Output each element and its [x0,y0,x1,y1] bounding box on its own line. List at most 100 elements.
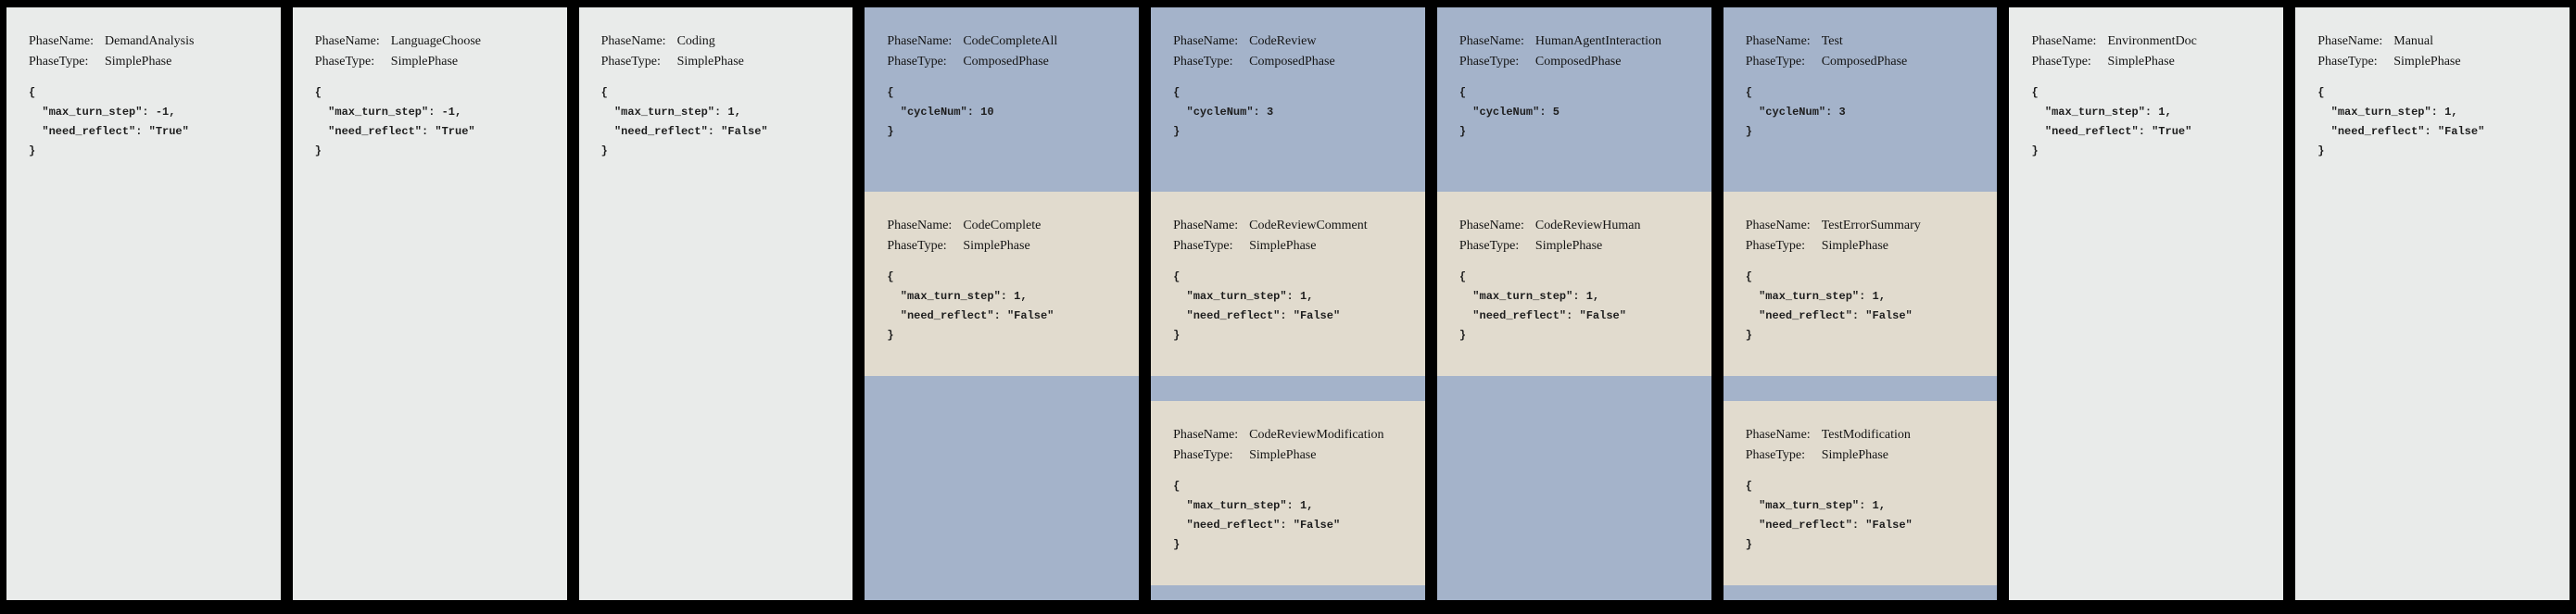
phase-type-row: PhaseType: SimplePhase [315,52,558,72]
phase-header: PhaseName:Manual PhaseType: SimplePhase {… [2295,7,2570,192]
phase-type-label: PhaseType: [1173,239,1233,253]
child-card-gap [1151,376,1425,401]
phase-type-value: SimplePhase [1534,239,1603,253]
phase-name-row: PhaseName:Coding [601,31,844,52]
phase-name-value: CodeComplete [963,219,1042,232]
phase-config-json: { "max_turn_step": 1, "need_reflect": "F… [2317,86,2485,157]
phase-name-label: PhaseName: [2317,34,2383,48]
phase-config-json: { "cycleNum": 5 } [1458,86,1559,138]
phase-type-label: PhaseType: [1458,55,1520,69]
phase-type-value: ComposedPhase [1249,55,1335,69]
column-filler [6,192,281,600]
phase-card-code-review-human: PhaseName:CodeReviewHuman PhaseType:Simp… [1436,192,1711,376]
phase-name-row: PhaseName:Manual [2317,31,2560,52]
phase-name-row: PhaseName:CodeReviewModification [1173,425,1416,445]
phase-type-row: PhaseType: SimplePhase [2031,52,2274,72]
phase-type-row: PhaseType: SimplePhase [1173,445,1416,466]
phase-config-json: { "max_turn_step": 1, "need_reflect": "F… [1458,270,1626,342]
phase-type-label: PhaseType: [600,55,661,69]
phase-config-json: { "max_turn_step": 1, "need_reflect": "F… [1173,480,1341,551]
phase-card-manual: PhaseName:Manual PhaseType: SimplePhase {… [2295,7,2570,600]
column-filler [1151,585,1425,600]
phase-type-label: PhaseType: [1745,448,1806,462]
phase-type-row: PhaseType:SimplePhase [1746,236,1989,257]
phase-name-label: PhaseName: [887,34,953,48]
phase-name-row: PhaseName:HumanAgentInteraction [1459,31,1702,52]
phase-name-row: PhaseName: TestErrorSummary [1746,216,1989,236]
phase-type-row: PhaseType:ComposedPhase [1746,52,1989,72]
phase-name-label: PhaseName: [1458,34,1524,48]
phase-card-human-agent-interaction: PhaseName:HumanAgentInteraction PhaseTyp… [1436,7,1711,600]
phase-type-label: PhaseType: [2317,55,2378,69]
phase-type-label: PhaseType: [1173,448,1233,462]
phase-config-json: { "cycleNum": 10 } [887,86,994,138]
phase-type-value: ComposedPhase [1821,55,1908,69]
phase-name-label: PhaseName: [1173,34,1239,48]
phase-type-value: SimplePhase [105,55,172,69]
phase-name-row: PhaseName: CodeCompleteAll [887,31,1130,52]
phase-type-value: SimplePhase [2107,55,2175,69]
phase-type-value: SimplePhase [1249,448,1317,462]
phase-card-code-complete-all: PhaseName: CodeCompleteAll PhaseType: Comp… [865,7,1140,600]
phase-config-json: { "cycleNum": 3 } [1745,86,1846,138]
phase-name-row: PhaseName: CodeReview [1173,31,1416,52]
phase-header: PhaseName: CodeReview PhaseType: ComposedP… [1151,7,1425,192]
column-filler [1437,376,1711,600]
phase-name-label: PhaseName: [29,34,94,48]
phase-header: PhaseName:EnvironmentDoc PhaseType: Simpl… [2009,7,2283,192]
child-card-gap [1724,376,1998,401]
phase-type-value: ComposedPhase [963,55,1049,69]
phase-card-language-choose: PhaseName:LanguageChoose PhaseType: Simpl… [292,7,567,600]
phase-card-test: PhaseName:Test PhaseType:ComposedPhase {… [1723,7,1998,600]
phase-name-row: PhaseName: TestModification [1746,425,1989,445]
phase-type-value: SimplePhase [1821,239,1889,253]
phase-type-row: PhaseType:SimplePhase [887,236,1130,257]
phase-type-label: PhaseType: [887,239,947,253]
phase-card-code-review: PhaseName: CodeReview PhaseType: ComposedP… [1151,7,1425,600]
phase-card-environment-doc: PhaseName:EnvironmentDoc PhaseType: Simpl… [2009,7,2284,600]
phase-header: PhaseName:Test PhaseType:ComposedPhase {… [1724,7,1998,192]
phase-header: PhaseName:LanguageChoose PhaseType: Simpl… [293,7,567,192]
column-filler [293,192,567,600]
phase-type-row: PhaseType: ComposedPhase [1173,52,1416,72]
phase-name-label: PhaseName: [1745,219,1811,232]
phase-name-label: PhaseName: [887,219,953,232]
phase-type-value: SimplePhase [390,55,459,69]
column-filler [1724,585,1998,600]
phase-type-value: SimplePhase [1821,448,1889,462]
phase-name-value: CodeCompleteAll [963,34,1058,48]
phase-name-row: PhaseName: CodeComplete [887,216,1130,236]
phase-name-label: PhaseName: [1745,428,1811,442]
phase-type-label: PhaseType: [1173,55,1233,69]
column-filler [2295,192,2570,600]
phase-card-demand-analysis: PhaseName:DemandAnalysis PhaseType:Simpl… [6,7,281,600]
phase-name-row: PhaseName:EnvironmentDoc [2031,31,2274,52]
column-filler [579,192,853,600]
phase-card-code-review-comment: PhaseName:CodeReviewComment PhaseType:Si… [1151,192,1425,376]
phase-type-row: PhaseType: SimplePhase [1746,445,1989,466]
phase-name-row: PhaseName:Test [1746,31,1989,52]
phase-type-row: PhaseType:SimplePhase [1173,236,1416,257]
phase-name-row: PhaseName:CodeReviewComment [1173,216,1416,236]
phase-type-row: PhaseType:SimplePhase [29,52,271,72]
phase-type-label: PhaseType: [2031,55,2091,69]
phase-type-label: PhaseType: [314,55,375,69]
column-filler [865,376,1139,600]
phase-type-value: ComposedPhase [1534,55,1622,69]
phase-type-row: PhaseType: ComposedPhase [1459,52,1702,72]
phase-name-value: CodeReview [1249,34,1317,48]
phase-card-test-error-summary: PhaseName: TestErrorSummary PhaseType:Sim… [1723,192,1998,376]
phase-header: PhaseName:Coding PhaseType:SimplePhase {… [579,7,853,192]
phase-name-value: TestModification [1821,428,1911,442]
phase-name-row: PhaseName:LanguageChoose [315,31,558,52]
phase-config-json: { "cycleNum": 3 } [1173,86,1274,138]
phase-name-row: PhaseName:DemandAnalysis [29,31,271,52]
phase-name-label: PhaseName: [1173,428,1239,442]
phase-config-json: { "max_turn_step": 1, "need_reflect": "F… [1745,270,1913,342]
phase-type-value: SimplePhase [676,55,744,69]
phase-type-row: PhaseType:SimplePhase [1459,236,1702,257]
phase-name-value: TestErrorSummary [1821,219,1921,232]
phase-header: PhaseName:HumanAgentInteraction PhaseTyp… [1437,7,1711,192]
phase-type-value: SimplePhase [2393,55,2461,69]
